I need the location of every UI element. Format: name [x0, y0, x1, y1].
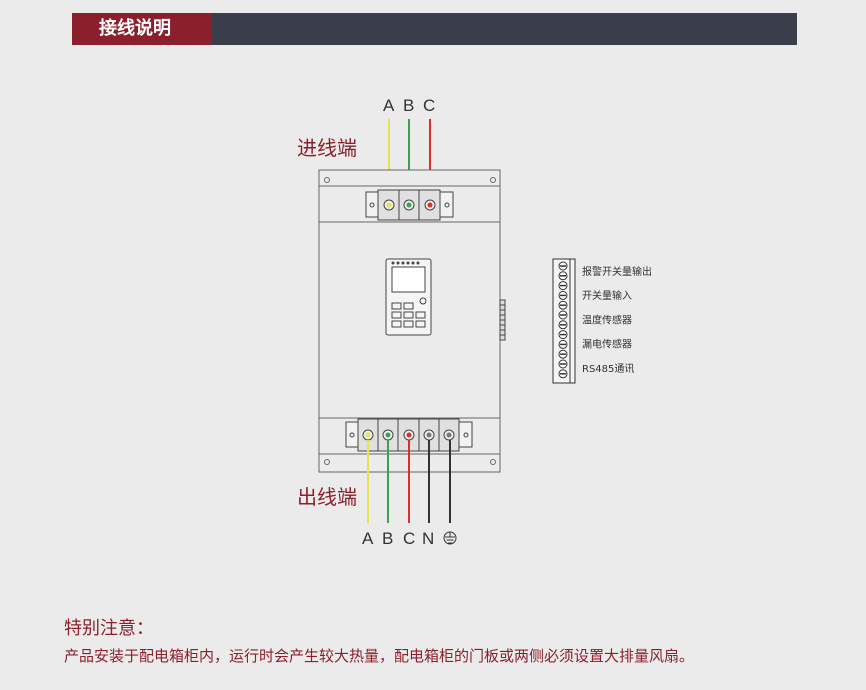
- output-terminal-label-a: A: [362, 529, 374, 548]
- ground-icon: [443, 531, 457, 545]
- output-terminal-label-c: C: [403, 529, 415, 548]
- output-side-label: 出线端: [297, 485, 357, 509]
- control-terminal-label: 开关量输入: [582, 289, 632, 302]
- input-terminal-label-b: B: [403, 96, 414, 115]
- note-body: 产品安装于配电箱柜内，运行时会产生较大热量，配电箱柜的门板或两侧必须设置大排量风…: [64, 647, 695, 665]
- output-terminal-label-b: B: [382, 529, 393, 548]
- input-terminal-label-a: A: [383, 96, 395, 115]
- control-terminal-label: 报警开关量输出: [582, 265, 652, 278]
- note-title: 特别注意：: [64, 618, 154, 639]
- output-terminal-label-n: N: [422, 529, 434, 548]
- input-terminal-block: [365, 189, 454, 221]
- control-terminal-label: RS485通讯: [582, 363, 634, 375]
- control-terminal-label: 漏电传感器: [582, 338, 632, 351]
- input-side-label: 进线端: [297, 136, 357, 160]
- control-terminal-label: 温度传感器: [582, 313, 632, 326]
- input-terminal-label-c: C: [423, 96, 435, 115]
- keypad-panel: [385, 258, 432, 336]
- section-title: 接线说明: [72, 13, 212, 45]
- control-terminal-strip: [552, 258, 576, 384]
- side-connector: [499, 299, 506, 341]
